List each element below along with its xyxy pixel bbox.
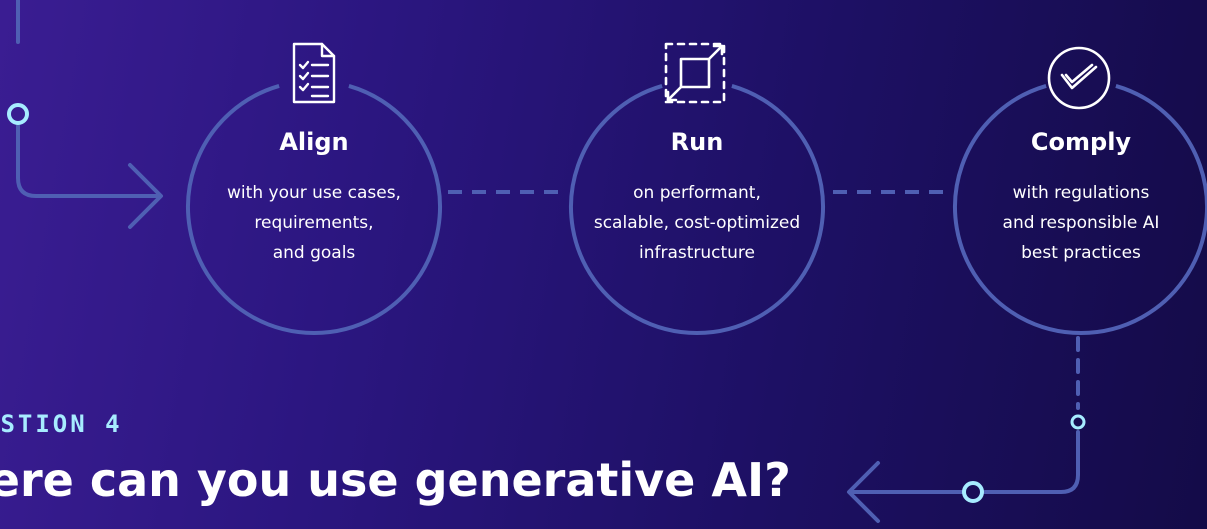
checkmark-circle-icon xyxy=(1047,46,1111,110)
step-title-comply: Comply xyxy=(1030,128,1132,156)
step-title-align: Align xyxy=(279,128,349,156)
left-connector-arrowhead xyxy=(128,163,163,229)
step-circle-comply xyxy=(953,83,1207,335)
step-description-line: on performant, xyxy=(633,183,761,203)
step-description-align: with your use cases, requirements, and g… xyxy=(194,178,434,268)
step-description-run: on performant, scalable, cost-optimized … xyxy=(577,178,817,268)
step-description-line: infrastructure xyxy=(638,243,756,263)
return-connector-small-node xyxy=(1070,414,1086,430)
question-title: here can you use generative AI? xyxy=(0,453,791,507)
step-description-line: and goals xyxy=(272,243,356,263)
scale-expand-icon xyxy=(664,42,726,104)
step-description-line: scalable, cost-optimized xyxy=(593,213,801,233)
step-circle-run xyxy=(569,83,825,335)
step-description-line: with your use cases, xyxy=(227,183,401,203)
return-connector-arrowhead xyxy=(847,461,880,523)
step-description-line: with regulations xyxy=(1012,183,1150,203)
step-description-comply: with regulations and responsible AI best… xyxy=(961,178,1201,268)
left-connector xyxy=(16,0,163,229)
return-connector xyxy=(847,336,1080,523)
left-connector-node xyxy=(7,103,29,125)
step-title-run: Run xyxy=(670,128,724,156)
return-connector-node xyxy=(962,481,984,503)
question-number-label: ESTION 4 xyxy=(0,410,123,438)
step-description-line: best practices xyxy=(1021,243,1141,263)
checklist-document-icon xyxy=(292,42,336,104)
return-connector-path xyxy=(983,430,1080,494)
step-description-line: requirements, xyxy=(254,213,374,233)
step-description-line: and responsible AI xyxy=(1002,213,1160,233)
left-connector-path xyxy=(16,124,160,198)
step-circle-align xyxy=(186,83,442,335)
